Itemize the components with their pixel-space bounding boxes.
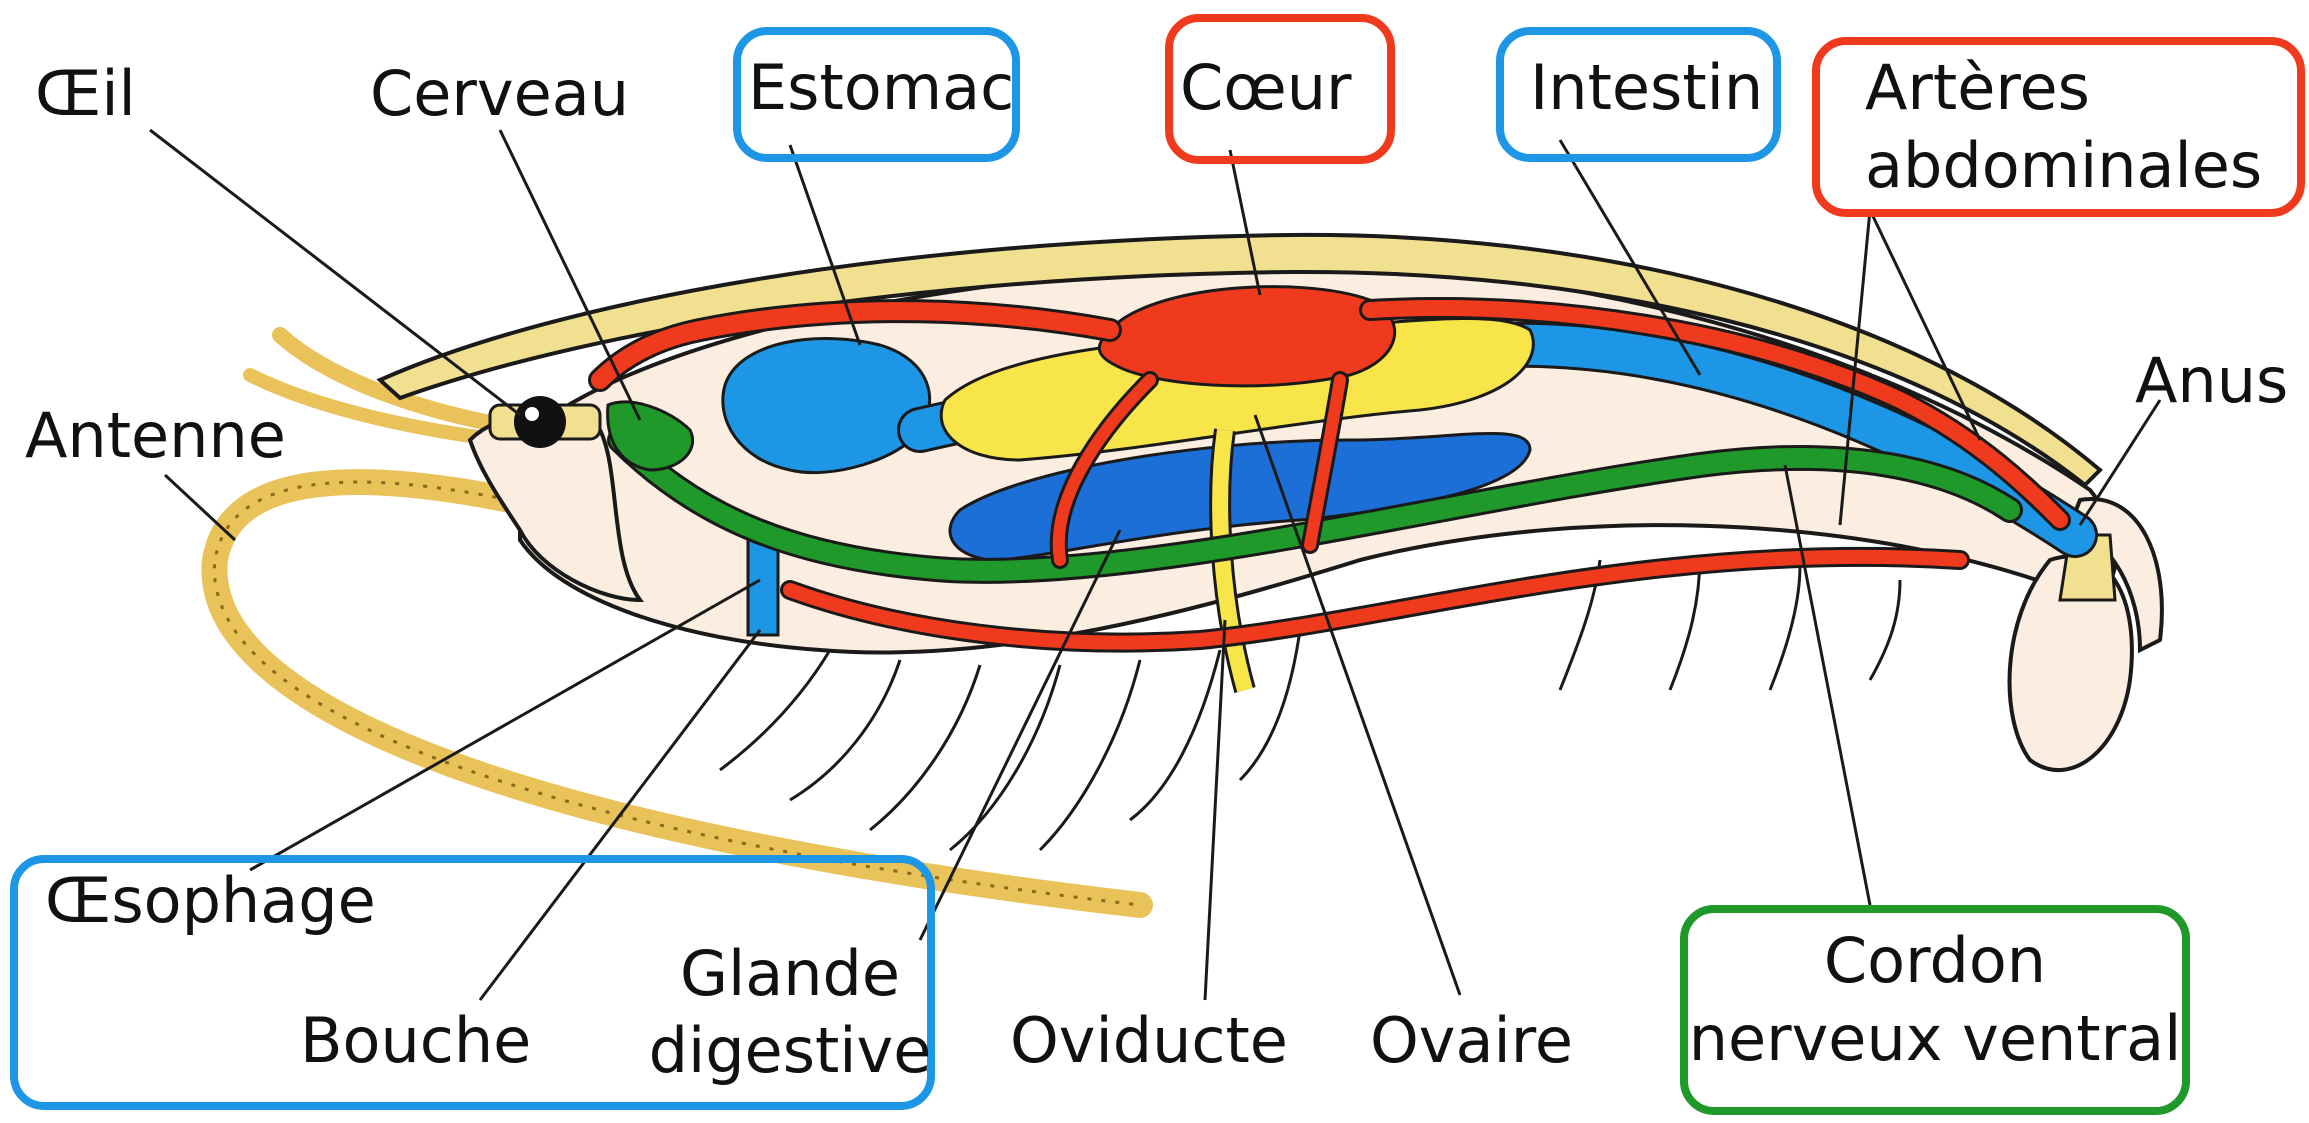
- label-arteres-line2: abdominales: [1865, 130, 2262, 201]
- label-bouche: Bouche: [300, 1005, 531, 1076]
- label-cerveau: Cerveau: [370, 58, 629, 129]
- leader-oviducte: [1205, 620, 1225, 1000]
- label-oviducte: Oviducte: [1010, 1005, 1288, 1076]
- label-estomac: Estomac: [748, 52, 1014, 123]
- label-oeil: Œil: [35, 58, 136, 129]
- label-ovaire: Ovaire: [1370, 1005, 1573, 1076]
- label-intestin: Intestin: [1530, 52, 1763, 123]
- label-cordon-line1: Cordon: [1685, 925, 2185, 996]
- label-oesophage: Œsophage: [45, 865, 376, 936]
- label-coeur: Cœur: [1180, 52, 1352, 123]
- leader-antenne: [165, 475, 235, 540]
- eye: [514, 396, 566, 448]
- label-glande-line2: digestive: [640, 1015, 940, 1086]
- label-cordon-line2: nerveux ventral: [1685, 1003, 2185, 1074]
- label-antenne: Antenne: [25, 400, 286, 471]
- label-anus: Anus: [2135, 345, 2288, 416]
- label-glande-line1: Glande: [640, 938, 940, 1009]
- thoracic-legs: [720, 630, 1300, 850]
- leader-cerveau: [500, 130, 640, 420]
- label-arteres-line1: Artères: [1865, 52, 2090, 123]
